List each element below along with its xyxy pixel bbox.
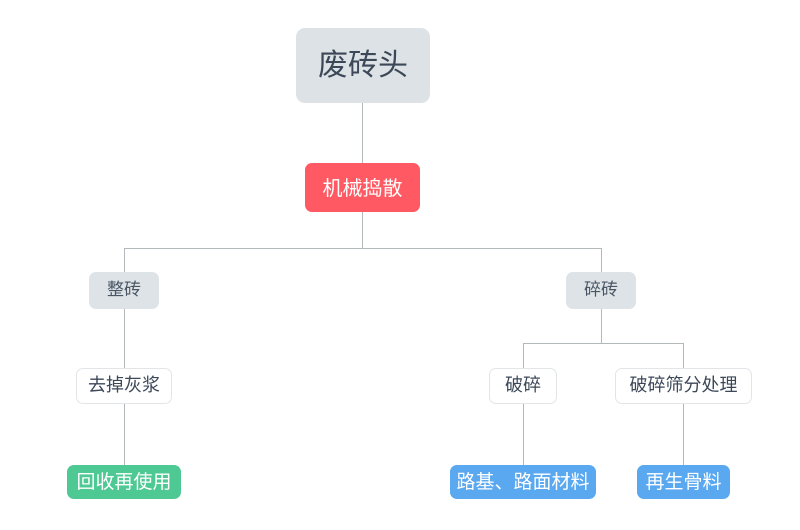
node-whole-brick[interactable]: 整砖 bbox=[89, 272, 159, 309]
node-label: 废砖头 bbox=[318, 47, 408, 83]
edge-broken-split-bar bbox=[523, 343, 684, 344]
edge-crush-stem bbox=[362, 212, 363, 248]
node-label: 破碎筛分处理 bbox=[629, 375, 738, 396]
node-label: 再生骨料 bbox=[645, 470, 722, 493]
edge-whole-to-demortar bbox=[124, 309, 125, 368]
node-roadbase-material[interactable]: 路基、路面材料 bbox=[450, 465, 596, 499]
node-label: 机械捣散 bbox=[322, 175, 403, 200]
node-waste-brick[interactable]: 废砖头 bbox=[296, 28, 430, 103]
node-label: 路基、路面材料 bbox=[456, 470, 590, 493]
node-label: 破碎 bbox=[505, 375, 541, 396]
edge-crush-to-whole bbox=[124, 248, 125, 272]
edge-crush-to-broken bbox=[601, 248, 602, 272]
edge-root-to-crush bbox=[362, 103, 363, 163]
node-mechanical-breakup[interactable]: 机械捣散 bbox=[305, 163, 420, 212]
node-crush-screen-treatment[interactable]: 破碎筛分处理 bbox=[615, 368, 752, 404]
edge-crush-split-bar bbox=[124, 248, 602, 249]
node-label: 整砖 bbox=[107, 280, 141, 300]
node-label: 碎砖 bbox=[584, 280, 618, 300]
edge-broken-to-smash bbox=[523, 343, 524, 368]
edge-smash-to-roadbase bbox=[523, 404, 524, 465]
node-recycled-aggregate[interactable]: 再生骨料 bbox=[637, 465, 730, 499]
edge-screen-to-aggregate bbox=[683, 404, 684, 465]
node-broken-brick[interactable]: 碎砖 bbox=[566, 272, 636, 309]
node-label: 去掉灰浆 bbox=[88, 375, 160, 396]
edge-broken-stem bbox=[601, 309, 602, 343]
edge-demortar-to-reuse bbox=[124, 404, 125, 465]
edge-broken-to-screen bbox=[683, 343, 684, 368]
node-crushing[interactable]: 破碎 bbox=[489, 368, 557, 404]
node-label: 回收再使用 bbox=[76, 470, 172, 493]
node-remove-mortar[interactable]: 去掉灰浆 bbox=[76, 368, 172, 404]
node-recycle-reuse[interactable]: 回收再使用 bbox=[67, 465, 181, 499]
